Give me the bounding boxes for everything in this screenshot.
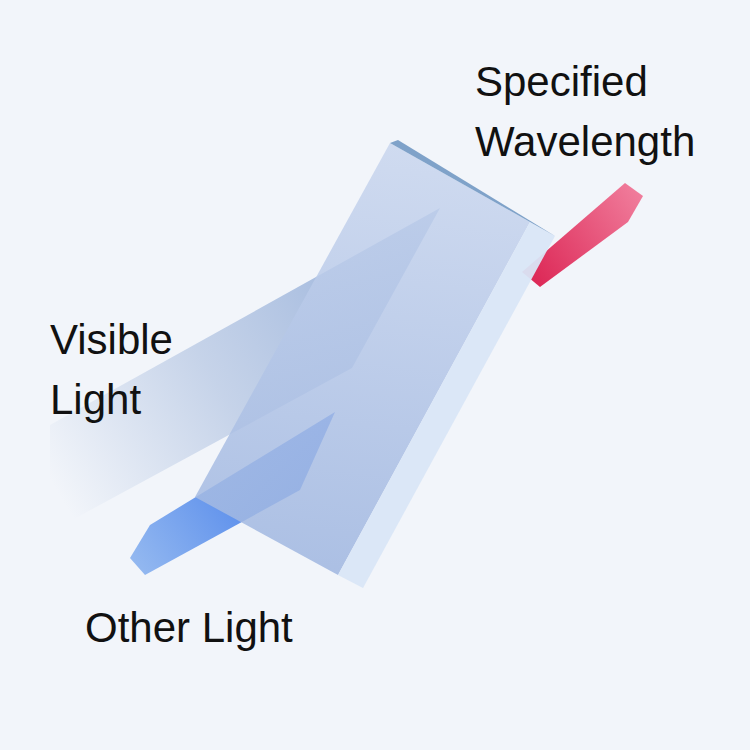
beam-label: Specified Wavelength [475, 52, 745, 172]
beam-label: Other Light [85, 598, 385, 658]
glass-side [338, 222, 555, 588]
beam-label: Visible Light [50, 310, 230, 430]
